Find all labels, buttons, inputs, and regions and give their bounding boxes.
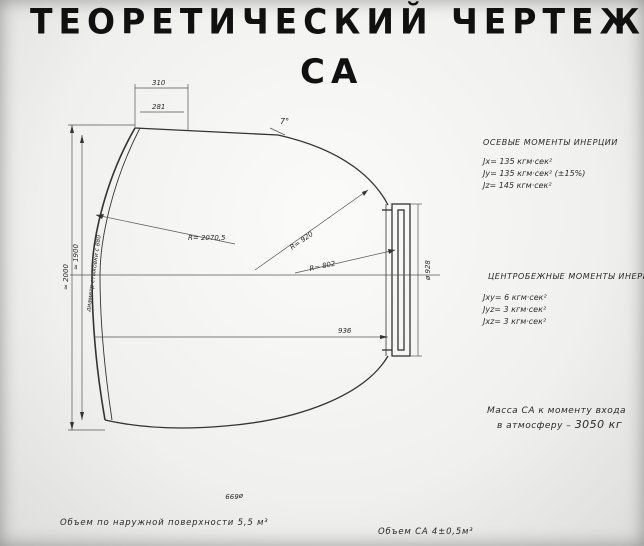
arrow-1900-bottom bbox=[80, 412, 84, 420]
label-928: ø 928 bbox=[424, 260, 432, 281]
mass-line-2-text: в атмосферу – bbox=[497, 421, 572, 431]
page-subtitle: СА bbox=[300, 52, 364, 92]
capsule-lower-contour bbox=[104, 355, 389, 429]
moment-jxy: Jxy= 6 кгм·сек² bbox=[483, 293, 547, 302]
label-310: 310 bbox=[152, 79, 166, 87]
moment-jyz: Jyz= 3 кгм·сек² bbox=[483, 305, 547, 314]
moment-jy: Jy= 135 кгм·сек² (±15%) bbox=[483, 169, 586, 178]
angle-ref bbox=[269, 127, 286, 136]
label-r802: R= 802 bbox=[309, 260, 337, 273]
centrifugal-moments-header: ЦЕНТРОБЕЖНЫЕ МОМЕНТЫ ИНЕРЦИИ bbox=[488, 272, 644, 281]
mass-note: Масса СА к моменту входа в атмосферу – 3… bbox=[487, 404, 626, 433]
label-1900: ≈ 1900 bbox=[72, 244, 80, 270]
arrow-802 bbox=[388, 249, 395, 254]
moment-jxz: Jxz= 3 кгм·сек² bbox=[483, 317, 547, 326]
arrow-2000-bottom bbox=[70, 422, 74, 430]
hatch-flange-inner bbox=[397, 209, 405, 351]
page-title: ТЕОРЕТИЧЕСКИЙ ЧЕРТЕЖ bbox=[30, 1, 644, 42]
mass-line-2: в атмосферу – 3050 кг bbox=[487, 418, 626, 433]
radius-2070 bbox=[95, 214, 236, 245]
arrow-936 bbox=[380, 335, 388, 339]
label-281: 281 bbox=[152, 103, 165, 111]
mass-line-1: Масса СА к моменту входа bbox=[487, 406, 626, 416]
axial-moments-header: ОСЕВЫЕ МОМЕНТЫ ИНЕРЦИИ bbox=[483, 138, 618, 147]
inner-volume-note: Объем СА 4±0,5м³ bbox=[378, 527, 474, 537]
outer-volume-note: Объем по наружной поверхности 5,5 м³ bbox=[60, 518, 269, 528]
axial-moments-list: Jx= 135 кгм·сек² Jy= 135 кгм·сек² (±15%)… bbox=[483, 156, 585, 192]
radius-920 bbox=[254, 189, 369, 271]
label-936: 936 bbox=[338, 327, 352, 335]
label-angle: 7° bbox=[280, 117, 289, 126]
arrow-920 bbox=[362, 190, 368, 196]
centrifugal-moments-list: Jxy= 6 кгм·сек² Jyz= 3 кгм·сек² Jxz= 3 к… bbox=[483, 292, 547, 328]
arrow-2000-top bbox=[70, 125, 74, 133]
label-r920: R= 920 bbox=[289, 230, 316, 252]
label-699: ø699 bbox=[225, 492, 244, 500]
hatch-flange-outer bbox=[391, 203, 411, 357]
arrow-2070 bbox=[96, 214, 104, 219]
capsule-upper-contour bbox=[134, 127, 389, 206]
label-2000: ≈ 2000 bbox=[62, 264, 70, 290]
heat-shield-outer bbox=[91, 127, 136, 421]
label-r2070: R= 2070,5 bbox=[188, 234, 226, 242]
radius-802 bbox=[294, 249, 396, 274]
moment-jz: Jz= 145 кгм·сек² bbox=[483, 181, 552, 190]
arrow-1900-top bbox=[80, 135, 84, 143]
moment-jx: Jx= 135 кгм·сек² bbox=[483, 157, 553, 166]
mass-value: 3050 кг bbox=[574, 418, 623, 431]
heat-shield-inner bbox=[99, 127, 141, 421]
